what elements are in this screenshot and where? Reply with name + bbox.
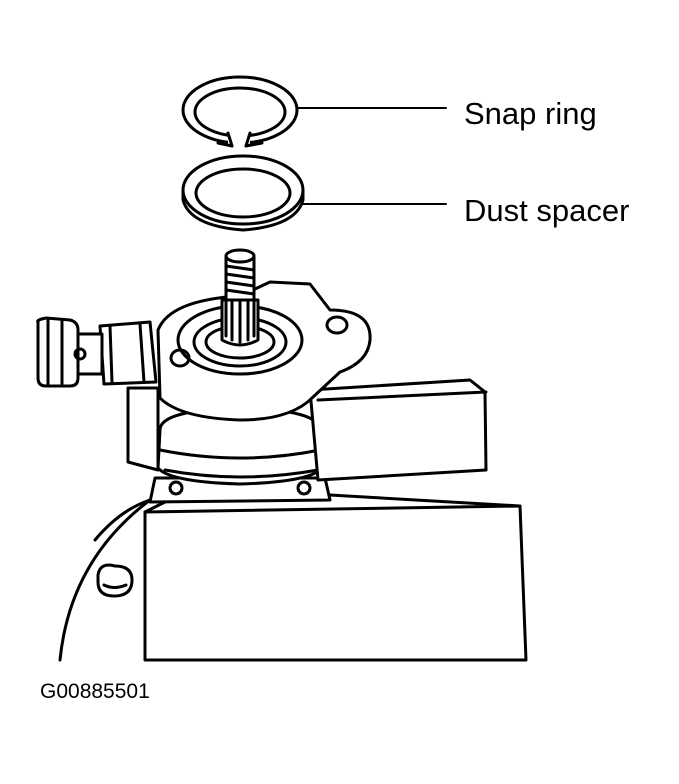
pump-assembly xyxy=(36,248,528,662)
dust-spacer-label: Dust spacer xyxy=(464,193,630,228)
figure-id-label: G00885501 xyxy=(40,680,150,703)
snap-ring-label: Snap ring xyxy=(464,96,597,131)
dust-spacer xyxy=(181,154,305,232)
snap-ring xyxy=(181,75,299,148)
